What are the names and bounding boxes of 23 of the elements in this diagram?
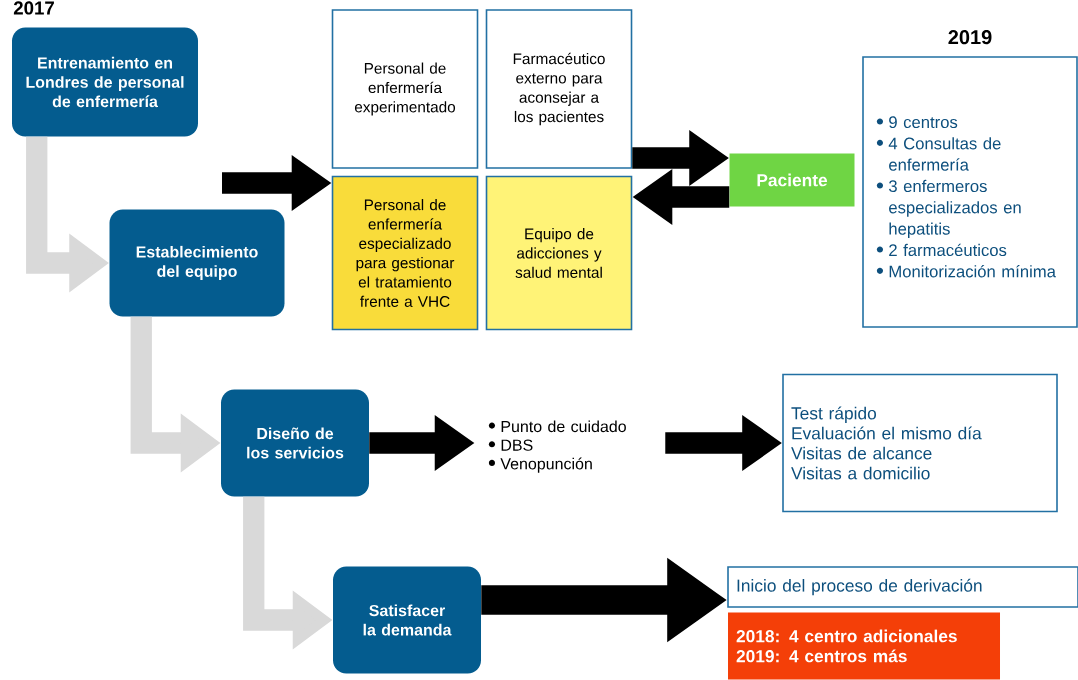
- result-box: Test rápido Evaluación el mismo día Visitas de alcance Visitas a domicilio: [782, 373, 1058, 513]
- node-label: 4 Consultas de enfermería: [888, 137, 1001, 171]
- process-box: Entrenamiento en Londres de personal de enfermería: [12, 27, 198, 137]
- team-box: Personal de enfermería especializado para gestionar el tratamiento frente a VHC: [331, 175, 479, 331]
- team-box: Equipo de adicciones y salud mental: [485, 175, 633, 331]
- node-label: DBS: [501, 439, 533, 451]
- process-box: Satisfacer la demanda: [333, 566, 481, 674]
- node-label: Venopunción: [500, 457, 592, 473]
- team-box: Personal de enfermería experimentado: [331, 9, 479, 169]
- node-label: 3 enfermeros especializados en hepatitis: [888, 179, 1021, 239]
- patient-box: Paciente: [729, 153, 855, 207]
- summary-box: 9 centros 4 Consultas de enfermería 3 enfermeros especializados en hepatitis 2 farmacéuticos Monitorización mínima: [862, 56, 1078, 328]
- node-label: Punto de cuidado: [501, 420, 626, 433]
- process-box: Establecimiento del equipo: [109, 209, 285, 317]
- node-label: Monitorización mínima: [889, 264, 1056, 278]
- process-box: Diseño de los servicios: [221, 389, 369, 497]
- node-label: 9 centros: [889, 116, 958, 129]
- bullet-list: Punto de cuidado DBS Venopunción: [488, 420, 626, 473]
- highlight-box: 2018: 4 centro adicionales 2019: 4 centros más: [728, 612, 1000, 680]
- year-heading: 2019: [948, 30, 992, 45]
- result-box: Inicio del proceso de derivación: [727, 566, 1078, 608]
- team-box: Farmacéutico externo para aconsejar a los pacientes: [485, 9, 633, 169]
- node-label: 2 farmacéuticos: [889, 243, 1007, 257]
